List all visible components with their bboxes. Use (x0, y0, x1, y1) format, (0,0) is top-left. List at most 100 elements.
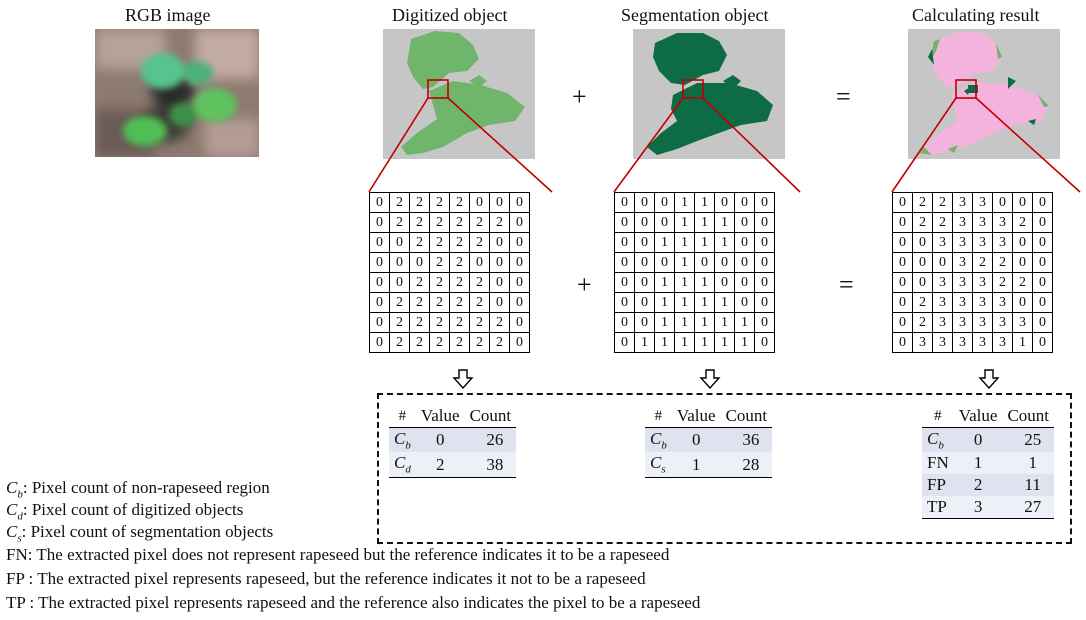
grid-cell: 0 (654, 212, 675, 233)
symbol-letter: C (394, 453, 406, 473)
grid-cell: 3 (952, 252, 973, 273)
grid-cell: 0 (369, 252, 390, 273)
value-cell: 2 (953, 474, 1003, 497)
grid-cell: 2 (972, 252, 993, 273)
grid-cell: 1 (654, 292, 675, 313)
grid-cell: 2 (912, 192, 933, 213)
grid-cell: 2 (429, 332, 450, 353)
grid-cell: 2 (489, 332, 510, 353)
grid-cell: 2 (912, 312, 933, 333)
value-cell: 1 (671, 452, 721, 478)
grid-cell: 0 (634, 312, 655, 333)
grid-cell: 0 (469, 252, 490, 273)
grid-cell: 1 (694, 292, 715, 313)
grid-cell: 2 (389, 212, 410, 233)
grid-cell: 0 (912, 232, 933, 253)
grid-cell: 0 (1032, 332, 1053, 353)
grid-cell: 0 (389, 252, 410, 273)
grid-cell: 1 (714, 232, 735, 253)
result-zoom-line-left (891, 97, 957, 193)
grid-cell: 1 (674, 252, 695, 273)
grid-cell: 1 (674, 232, 695, 253)
grid-cell: 0 (1012, 232, 1033, 253)
grid-cell: 2 (1012, 212, 1033, 233)
grid-cell: 0 (509, 292, 530, 313)
symbol: Cb (6, 478, 23, 501)
grid-cell: 0 (409, 252, 430, 273)
grid-cell: 1 (654, 332, 675, 353)
row-label: Cs (645, 452, 672, 478)
grid-cell: 2 (449, 272, 470, 293)
grid-cell: 3 (932, 272, 953, 293)
grid-cell: 0 (1032, 192, 1053, 213)
row-label: Cd (389, 452, 416, 478)
grid-cell: 0 (714, 252, 735, 273)
grid-cell: 1 (674, 332, 695, 353)
grid-cell: 2 (429, 292, 450, 313)
symbol-letter: C (394, 429, 406, 448)
grid-cell: 0 (694, 252, 715, 273)
row-label: FN (922, 452, 954, 475)
symbol-subscript: d (405, 463, 411, 476)
grid-cell: 0 (614, 312, 635, 333)
grid-cell: 3 (932, 332, 953, 353)
symbol-letter: C (927, 429, 939, 448)
grid-cell: 3 (992, 292, 1013, 313)
grid-cell: 3 (952, 232, 973, 253)
grid-cell: 0 (892, 232, 913, 253)
grid-cell: 0 (634, 212, 655, 233)
grid-cell: 2 (409, 212, 430, 233)
grid-cell: 2 (429, 252, 450, 273)
grid-cell: 0 (754, 192, 775, 213)
grid-cell: 0 (509, 212, 530, 233)
result-zoom-line-right (975, 97, 1081, 193)
down-arrow-icon (978, 369, 1000, 389)
count-cell: 1 (1002, 452, 1055, 475)
grid-cell: 0 (614, 272, 635, 293)
grid-cell: 1 (674, 312, 695, 333)
table-header: # (922, 404, 954, 428)
grid-cell: 1 (714, 312, 735, 333)
grid-cell: 3 (992, 332, 1013, 353)
grid-cell: 0 (992, 192, 1013, 213)
value-cell: 0 (671, 427, 721, 453)
plus-operator-top: + (572, 82, 587, 111)
grid-cell: 0 (892, 332, 913, 353)
symbol-subscript: b (17, 488, 23, 501)
symbol-subscript: b (938, 439, 944, 452)
grid-cell: 0 (892, 292, 913, 313)
label-text: FN (927, 453, 949, 473)
grid-cell: 1 (734, 332, 755, 353)
legend-item: FN: The extracted pixel does not represe… (6, 546, 669, 563)
grid-cell: 0 (892, 212, 913, 233)
grid-cell: 1 (694, 192, 715, 213)
symbol-subscript: s (17, 532, 22, 545)
grid-cell: 2 (932, 192, 953, 213)
grid-cell: 2 (429, 232, 450, 253)
grid-cell: 0 (489, 232, 510, 253)
grid-cell: 0 (734, 272, 755, 293)
symbol-subscript: b (405, 439, 411, 452)
grid-cell: 3 (932, 292, 953, 313)
grid-cell: 2 (912, 212, 933, 233)
grid-cell: 0 (489, 192, 510, 213)
grid-cell: 1 (674, 292, 695, 313)
grid-cell: 3 (952, 272, 973, 293)
grid-cell: 0 (754, 272, 775, 293)
grid-cell: 2 (449, 192, 470, 213)
grid-cell: 2 (449, 332, 470, 353)
grid-cell: 3 (972, 272, 993, 293)
legend-description: : Pixel count of non-rapeseed region (22, 478, 270, 497)
label-text: TP (6, 593, 26, 612)
symbol-letter: C (650, 429, 662, 448)
grid-cell: 1 (674, 272, 695, 293)
grid-cell: 0 (614, 292, 635, 313)
